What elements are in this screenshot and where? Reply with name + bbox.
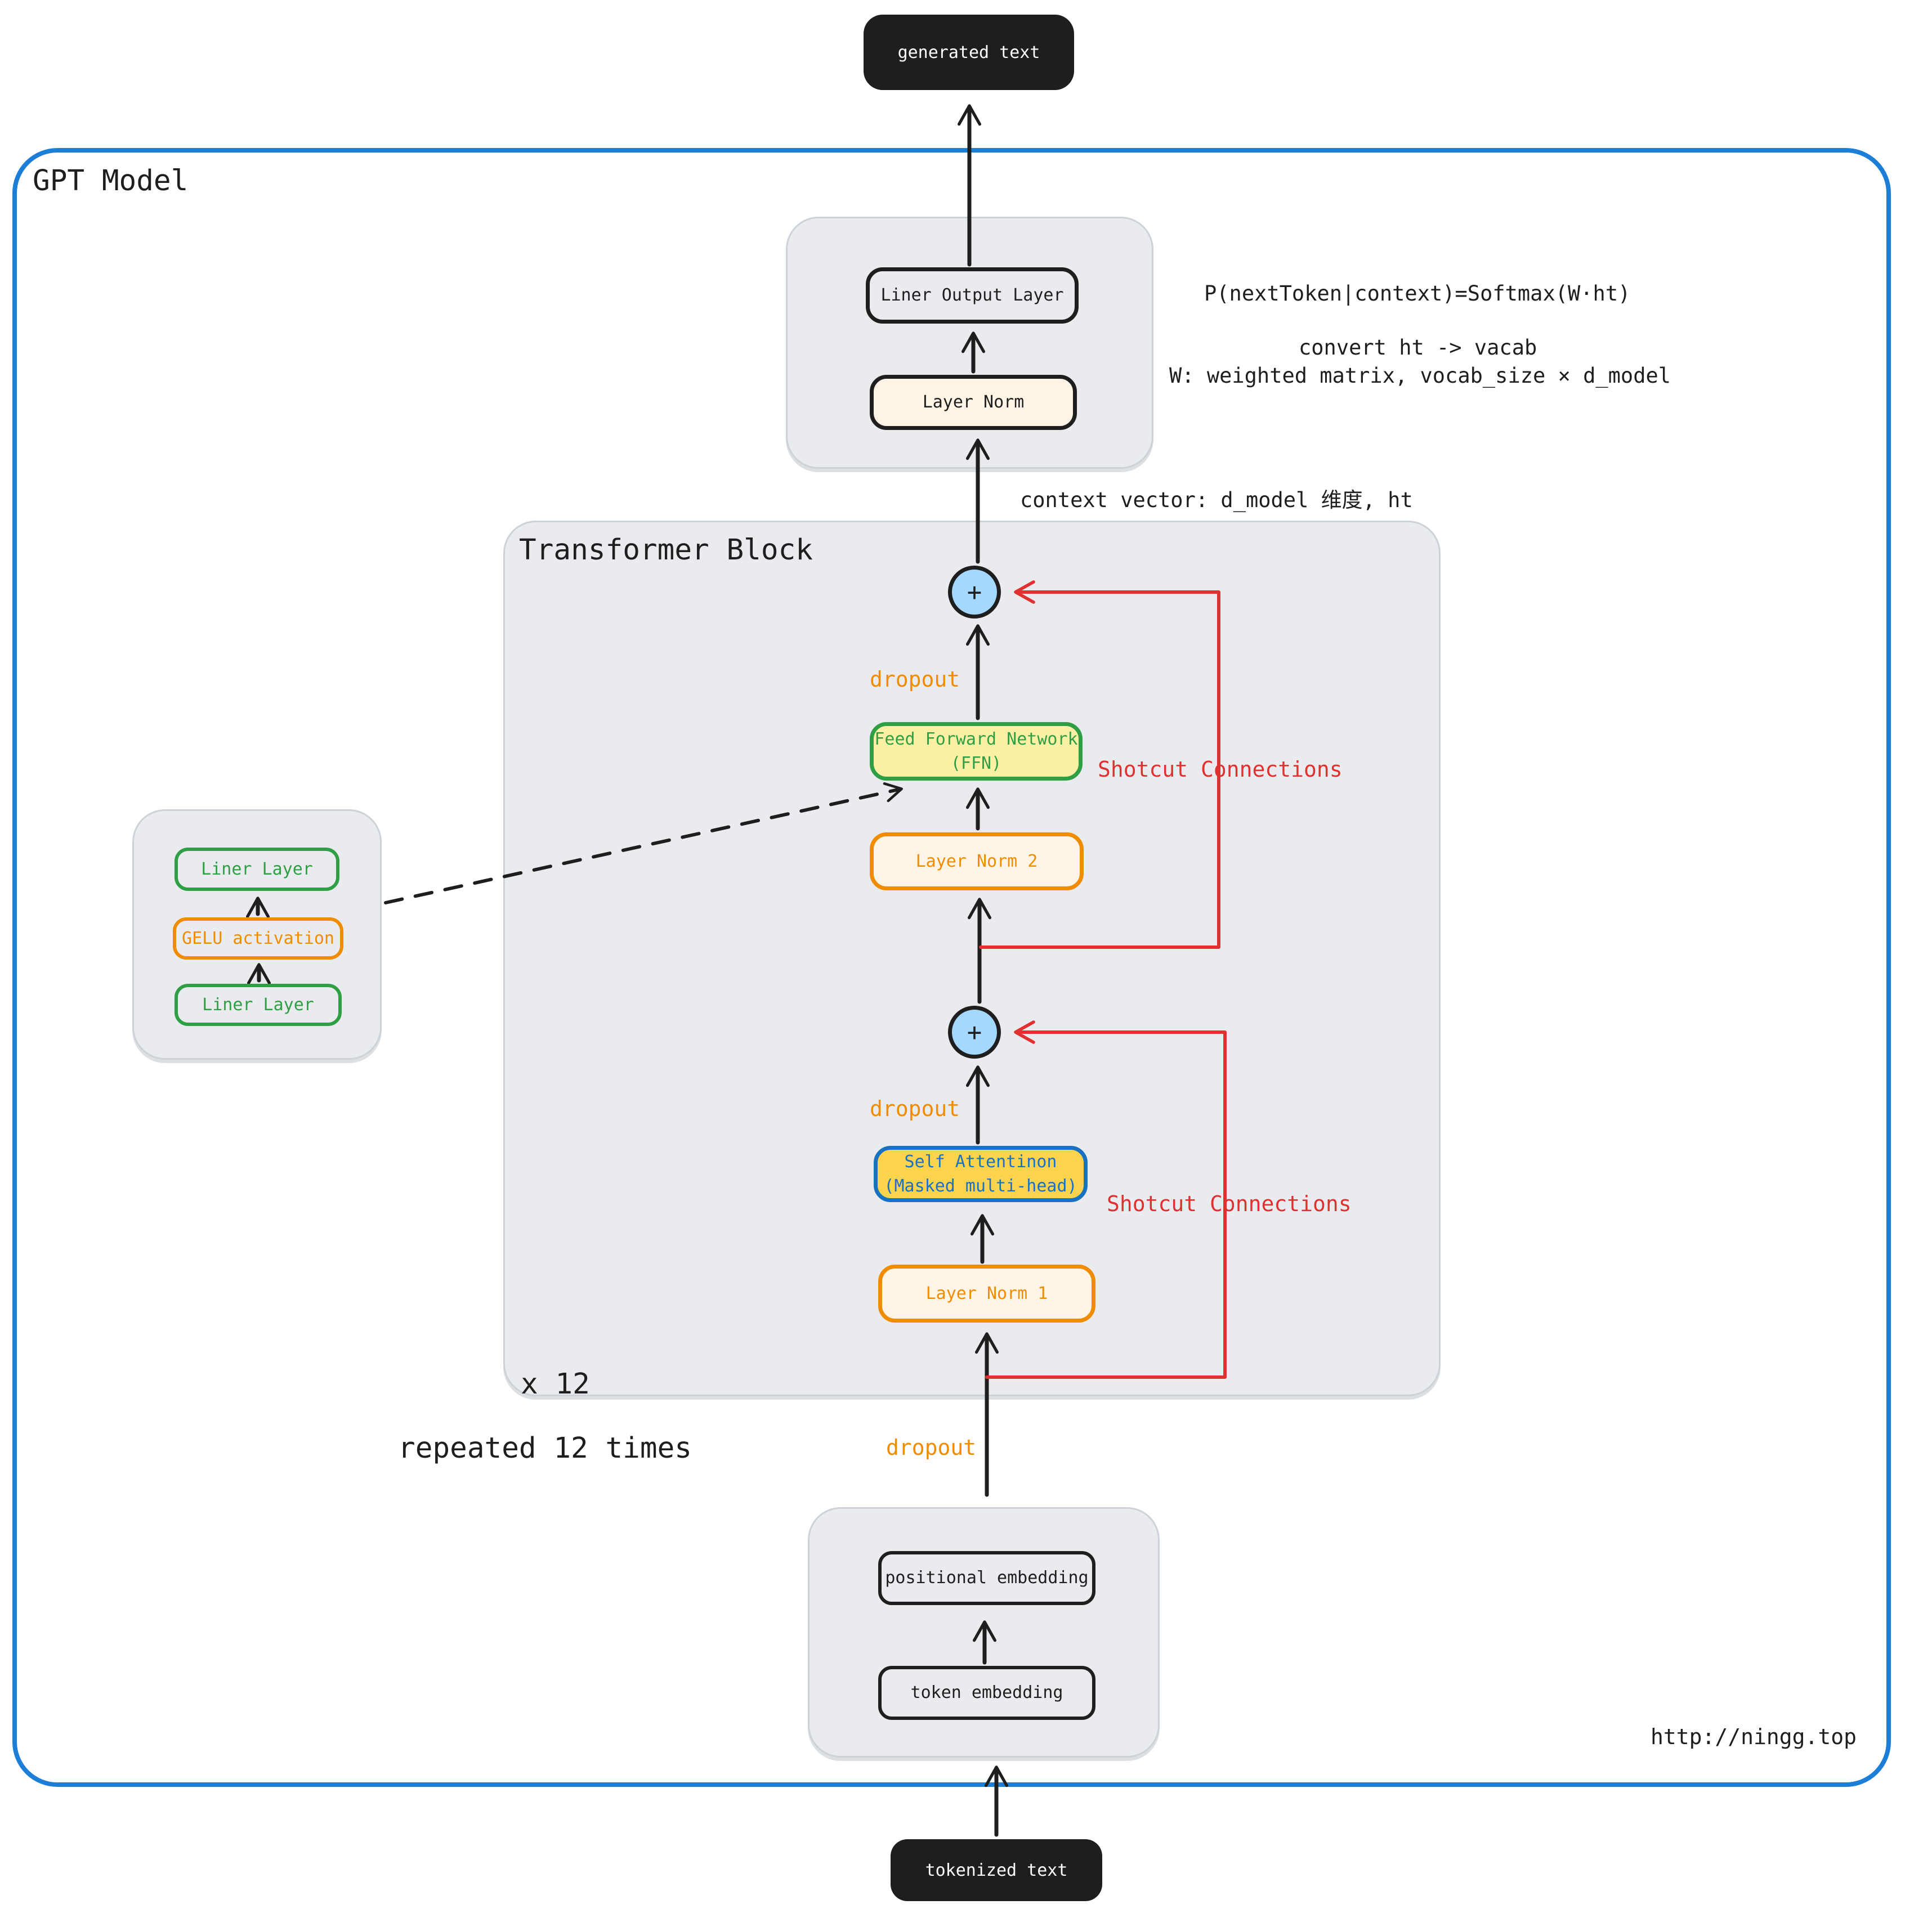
residual-add-circle-bottom: + xyxy=(948,1006,1001,1059)
shortcut-connections-label-upper: Shotcut Connections xyxy=(1098,757,1343,782)
self-attention-label-line2: (Masked multi-head) xyxy=(884,1176,1077,1196)
liner-layer-top-box: Liner Layer xyxy=(175,848,339,891)
dropout-label-upper: dropout xyxy=(870,667,960,692)
self-attention-label-line1: Self Attentinon xyxy=(904,1151,1057,1172)
gelu-activation-box: GELU activation xyxy=(173,917,343,960)
tokenized-text-label: tokenized text xyxy=(925,1860,1068,1880)
plus-icon: + xyxy=(967,1018,982,1047)
site-url-label: http://ningg.top xyxy=(1651,1724,1857,1749)
token-embedding-box: token embedding xyxy=(878,1666,1095,1720)
transformer-block-container xyxy=(503,521,1441,1396)
self-attention-box: Self Attentinon (Masked multi-head) xyxy=(874,1146,1088,1202)
output-head-container xyxy=(786,217,1153,469)
embeddings-container xyxy=(808,1507,1160,1758)
gelu-activation-label: GELU activation xyxy=(182,928,334,948)
softmax-formula: P(nextToken|context)=Softmax(W·ht) xyxy=(1204,281,1631,306)
gpt-model-title: GPT Model xyxy=(33,164,189,198)
layer-norm-1-box: Layer Norm 1 xyxy=(878,1265,1095,1323)
liner-output-layer-label: Liner Output Layer xyxy=(880,285,1064,306)
positional-embedding-box: positional embedding xyxy=(878,1551,1095,1605)
positional-embedding-label: positional embedding xyxy=(885,1568,1089,1588)
liner-layer-top-label: Liner Layer xyxy=(201,859,313,879)
generated-text-label: generated text xyxy=(897,42,1040,62)
residual-add-circle-top: + xyxy=(948,566,1001,619)
layer-norm-output-box: Layer Norm xyxy=(870,375,1077,430)
weight-matrix-note: W: weighted matrix, vocab_size × d_model xyxy=(1169,364,1671,388)
ffn-label-line2: (FFN) xyxy=(950,754,1002,773)
gpt-model-frame xyxy=(12,148,1891,1787)
ffn-label-line1: Feed Forward Network xyxy=(874,729,1078,749)
token-embedding-label: token embedding xyxy=(910,1683,1063,1703)
shortcut-connections-label-lower: Shotcut Connections xyxy=(1107,1191,1352,1216)
feed-forward-network-box: Feed Forward Network (FFN) xyxy=(870,722,1083,781)
convert-note: convert ht -> vacab xyxy=(1299,335,1537,360)
liner-layer-bottom-box: Liner Layer xyxy=(175,984,342,1026)
layer-norm-output-label: Layer Norm xyxy=(922,392,1025,413)
tokenized-text-node: tokenized text xyxy=(891,1839,1102,1901)
repeated-12-times-label: repeated 12 times xyxy=(398,1432,692,1465)
context-vector-note: context vector: d_model 维度, ht xyxy=(1020,488,1413,512)
generated-text-node: generated text xyxy=(864,15,1074,90)
dropout-label-lower: dropout xyxy=(886,1435,977,1460)
liner-layer-bottom-label: Liner Layer xyxy=(202,994,314,1015)
plus-icon: + xyxy=(967,577,982,607)
layer-norm-2-box: Layer Norm 2 xyxy=(870,832,1084,890)
layer-norm-1-label: Layer Norm 1 xyxy=(925,1283,1048,1303)
transformer-block-title: Transformer Block xyxy=(519,534,813,567)
dropout-label-middle: dropout xyxy=(870,1096,960,1121)
layer-norm-2-label: Layer Norm 2 xyxy=(915,851,1038,871)
times-12-label: x 12 xyxy=(521,1368,590,1401)
liner-output-layer-box: Liner Output Layer xyxy=(866,267,1079,324)
